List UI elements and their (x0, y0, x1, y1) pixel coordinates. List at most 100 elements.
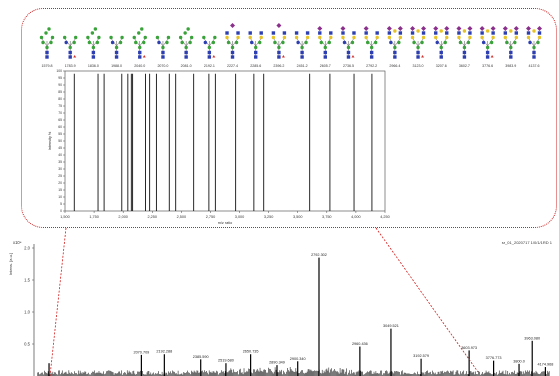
glycan-residue-icon (319, 40, 323, 45)
y-tick-label: 80 (58, 97, 62, 101)
glycan-residue-icon (393, 50, 397, 55)
glycan-residue-icon (180, 40, 184, 45)
glycan-residue-icon (91, 50, 96, 55)
glycan-residue-icon (72, 40, 76, 45)
y-tick-label: 10 (58, 195, 62, 199)
glycan-residue-icon (277, 50, 281, 55)
glycan-residue-icon (532, 45, 536, 50)
peak-label: 3776.773 (486, 356, 502, 360)
glycan-residue-icon (45, 50, 49, 55)
glycan-residue-icon (329, 35, 333, 40)
y-tick-label: 90 (58, 83, 62, 87)
glycan-residue-icon (281, 40, 285, 45)
glycan-residue-icon (439, 55, 443, 59)
glycan-residue-icon (364, 35, 368, 40)
glycan-residue-icon (532, 50, 536, 55)
glycan-residue-icon (421, 35, 426, 40)
glycan-residue-icon (68, 50, 72, 55)
x-tick-label: 2,500 (177, 215, 187, 219)
glycan-mz-label: 2227.4 (227, 64, 238, 68)
glycan-mz-label: 2451.2 (297, 64, 308, 68)
peak-label: 2519.680 (218, 359, 234, 363)
glycan-residue-icon (491, 35, 495, 40)
glycan-residue-icon (39, 35, 44, 40)
glycan-structure-icon (225, 23, 240, 59)
glycan-residue-icon (509, 50, 513, 55)
glycan-residue-icon (300, 50, 304, 55)
glycan-residue-icon (300, 45, 304, 50)
glycan-residue-icon (420, 40, 424, 45)
x-tick-label: 3,750 (322, 215, 332, 219)
glycan-mz-label: 3776.6 (482, 64, 493, 68)
peak-label: 2960.436 (352, 342, 368, 346)
x-tick-label: 1,750 (89, 215, 99, 219)
glycan-residue-icon (50, 35, 55, 40)
glycan-structure-icon (132, 27, 147, 59)
glycan-residue-icon (439, 45, 443, 50)
x-tick-label: 2,250 (148, 215, 158, 219)
glycan-residue-icon (259, 35, 263, 40)
glycan-residue-icon (47, 27, 51, 31)
glycan-residue-icon (91, 45, 96, 50)
glycan-structure-icon (363, 26, 379, 59)
sialic-acid-icon (340, 26, 346, 31)
x-tick-label: 2,000 (118, 215, 128, 219)
glycan-residue-icon (259, 31, 263, 35)
glycan-structure-icon (109, 35, 124, 59)
glycan-residue-icon (489, 40, 494, 45)
fucose-icon (351, 55, 355, 58)
glycan-structure-icon (526, 26, 542, 59)
glycan-residue-icon (184, 50, 188, 55)
glycan-residue-icon (397, 40, 401, 45)
glycan-residue-icon (509, 45, 513, 50)
glycan-residue-icon (458, 40, 463, 45)
glycan-residue-icon (485, 29, 490, 33)
glycan-mz-label: 4137.6 (529, 64, 540, 68)
glycan-residue-icon (93, 27, 98, 31)
glycan-residue-icon (277, 55, 281, 59)
glycan-residue-icon (161, 50, 165, 55)
y-tick-label: 85 (58, 90, 62, 94)
glycan-residue-icon (296, 40, 300, 45)
sialic-acid-icon (363, 26, 369, 31)
glycan-mz-label: 2081.0 (181, 64, 192, 68)
glycan-residue-icon (412, 40, 416, 45)
glycan-residue-icon (207, 55, 212, 59)
glycan-residue-icon (350, 40, 355, 45)
sialic-acid-icon (502, 26, 508, 31)
glycan-residue-icon (410, 35, 415, 40)
glycan-residue-icon (186, 27, 190, 31)
glycan-structure-icon (317, 26, 333, 59)
y-tick-label: 2.0 (24, 246, 30, 251)
glycan-residue-icon (230, 50, 235, 55)
glycan-residue-icon (304, 40, 308, 45)
glycan-residue-icon (236, 35, 240, 40)
glycan-residue-icon (138, 55, 142, 59)
x-tick-label: 3,500 (293, 215, 303, 219)
glycan-residue-icon (254, 50, 258, 55)
glycan-residue-icon (183, 31, 187, 35)
glycan-structure-icon (433, 26, 450, 59)
peak-label: 2650.735 (243, 350, 259, 354)
y-tick-label: 50 (58, 139, 62, 143)
glycan-residue-icon (329, 31, 333, 35)
glycan-residue-icon (87, 40, 92, 45)
glycan-residue-icon (254, 55, 258, 59)
y-tick-label: 30 (58, 167, 62, 171)
glycan-residue-icon (250, 40, 254, 45)
glycan-residue-icon (393, 45, 397, 50)
glycan-residue-icon (226, 40, 231, 45)
sialic-acid-icon (490, 26, 496, 31)
x-tick-label: 2,750 (206, 215, 216, 219)
sialic-acid-icon (421, 26, 427, 31)
sample-id-label: sr_01_2020717 1/0/1/1RD 1 (502, 240, 553, 245)
glycan-residue-icon (491, 31, 495, 35)
y-tick-label: 70 (58, 111, 62, 115)
peak-label: 4174.968 (537, 363, 553, 367)
y-tick-label: 100 (56, 69, 62, 73)
glycan-residue-icon (509, 29, 513, 33)
glycan-residue-icon (202, 35, 206, 40)
glycan-residue-icon (97, 35, 101, 40)
y-tick-label: 35 (58, 160, 62, 164)
